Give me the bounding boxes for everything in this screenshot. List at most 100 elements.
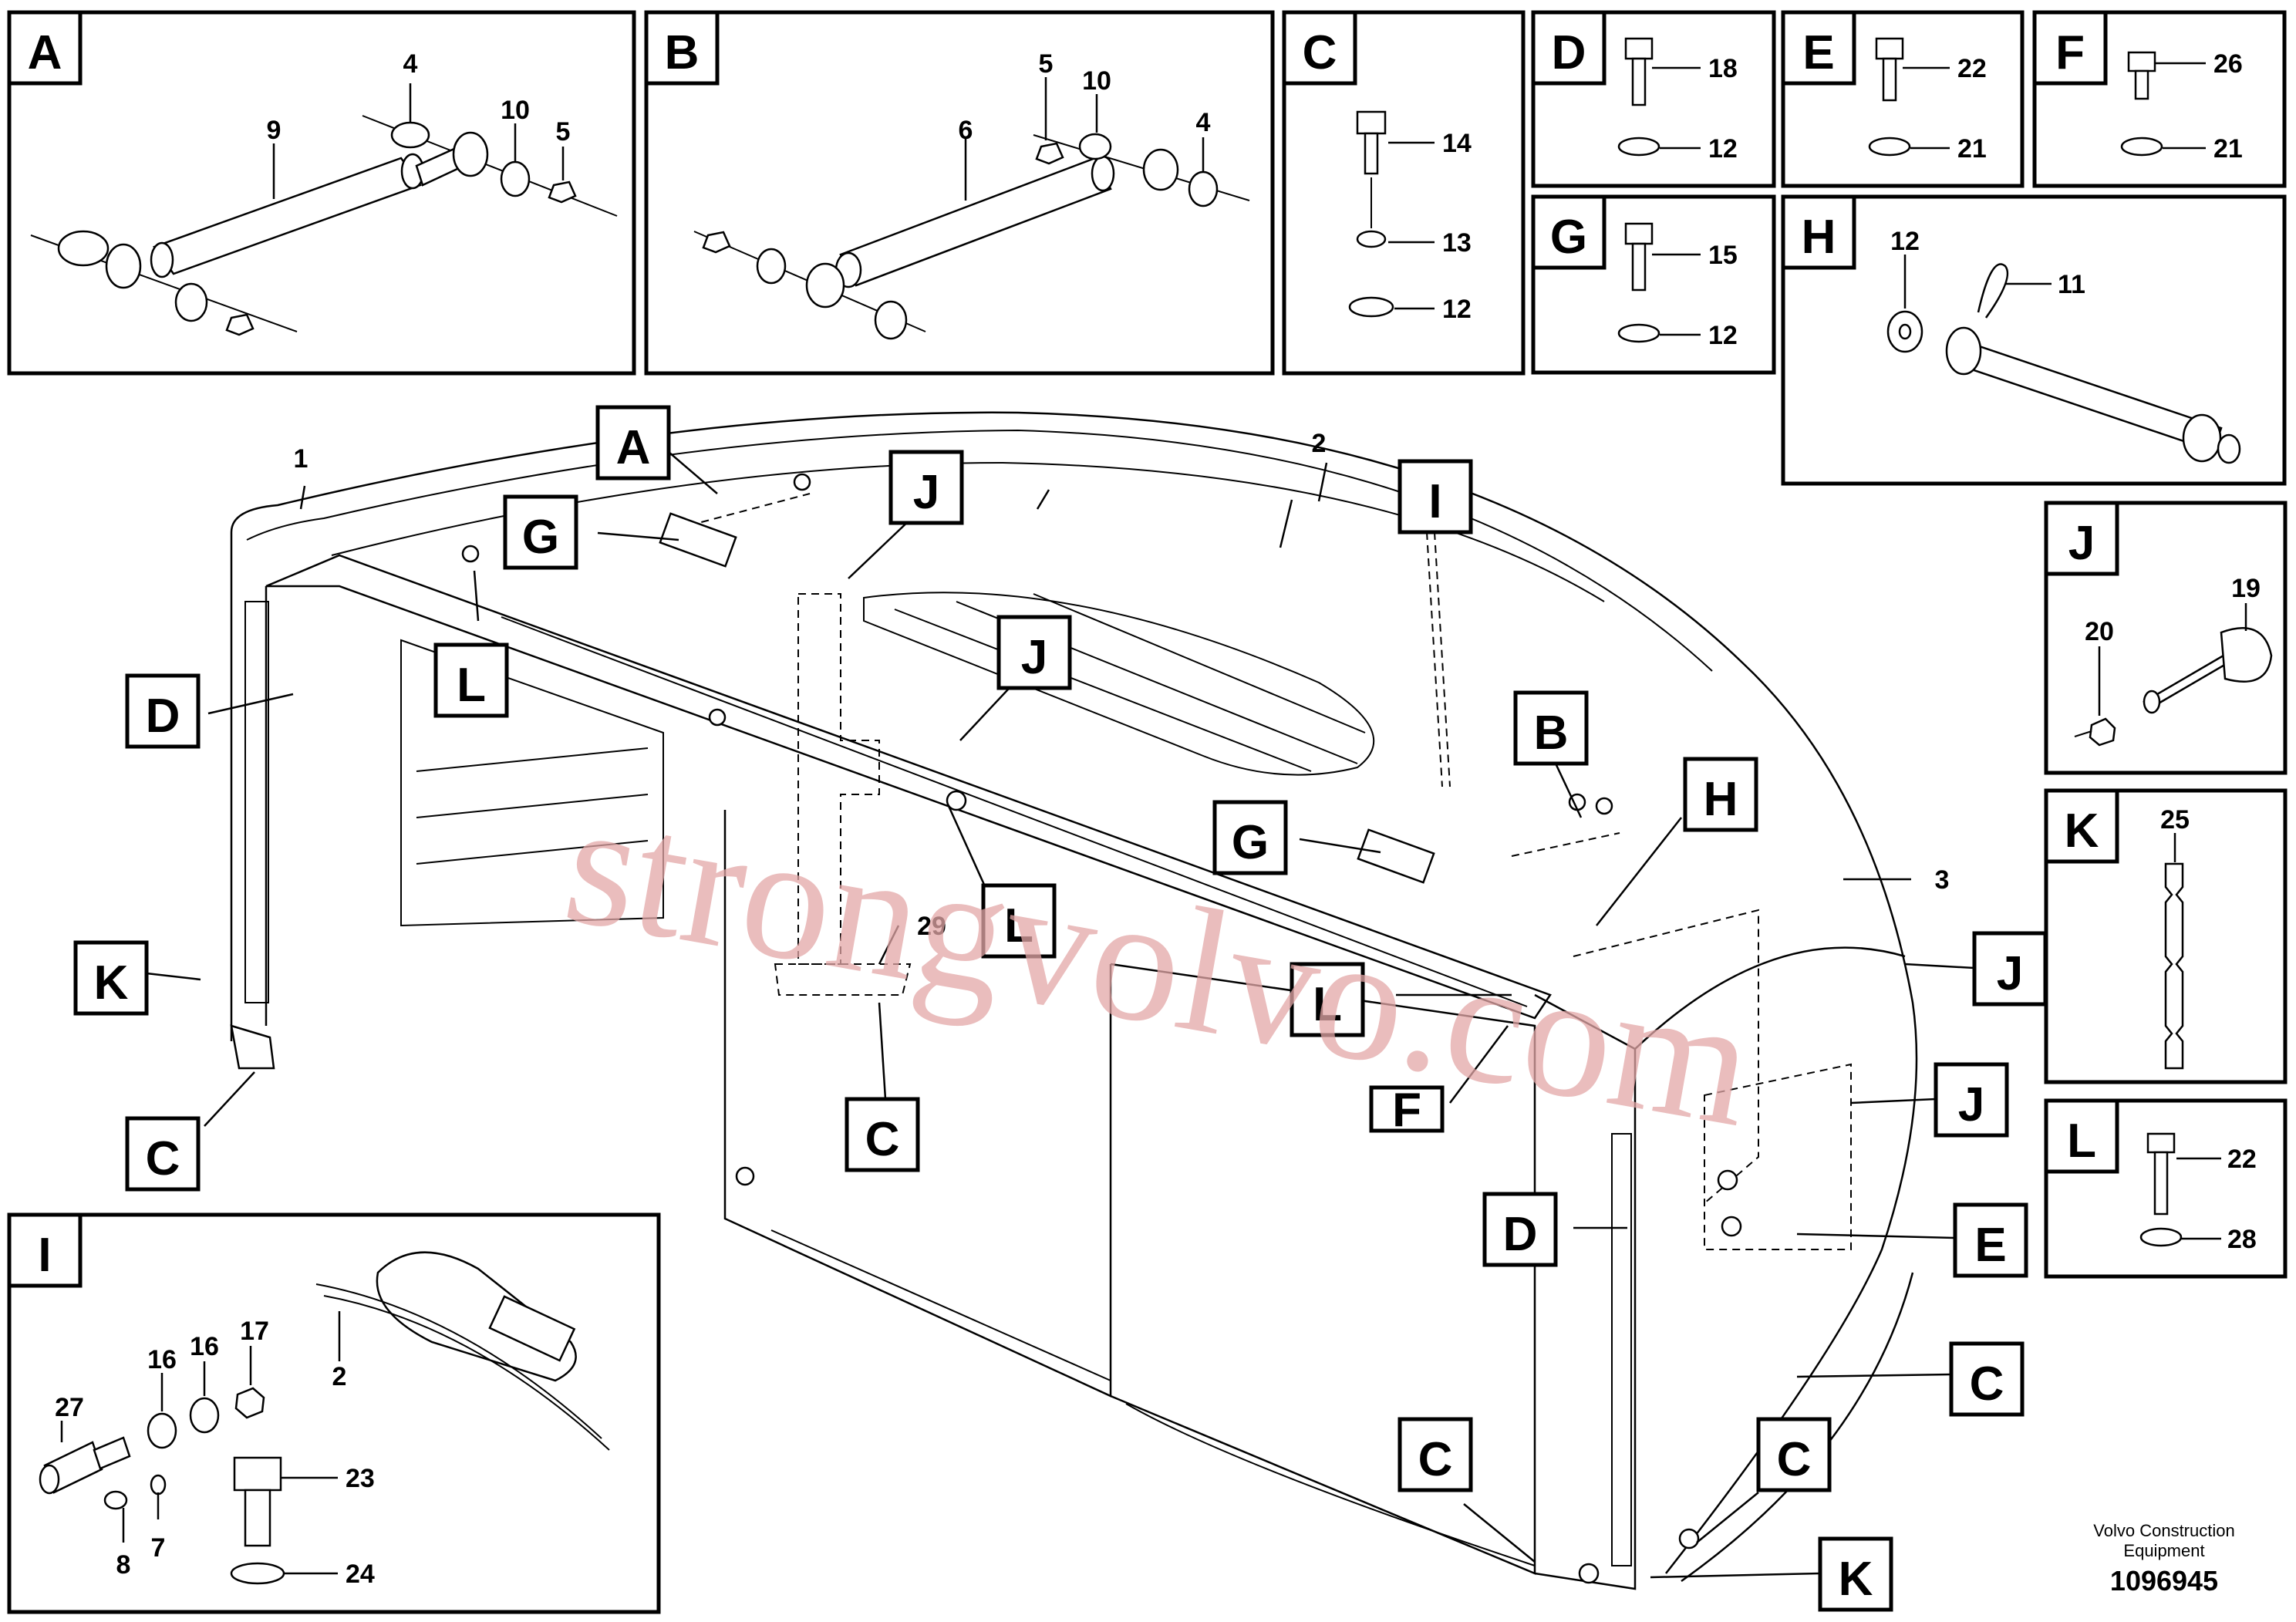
panel-i: I 2 27 16 16 17 23 8 7 24	[7, 1212, 661, 1614]
callout-box: D	[1482, 1192, 1558, 1267]
svg-text:B: B	[1534, 706, 1569, 760]
main-part-number: 2	[1312, 429, 1327, 458]
drawing-id: 1096945	[2110, 1565, 2218, 1597]
part-number: 21	[2213, 134, 2243, 164]
part-number: 16	[190, 1332, 219, 1361]
panel-k: K 25	[2044, 788, 2288, 1084]
part-number: 27	[55, 1393, 84, 1422]
svg-text:G: G	[1232, 816, 1269, 869]
part-number: 12	[1708, 321, 1738, 350]
part-number: 28	[2227, 1225, 2257, 1254]
part-number: 2	[332, 1362, 347, 1391]
svg-text:C: C	[146, 1132, 180, 1185]
part-number: 4	[1196, 108, 1211, 137]
part-number: 5	[1039, 49, 1054, 79]
callout-box: L	[1290, 962, 1365, 1037]
callout-box: G	[503, 494, 578, 570]
part-number: 12	[1442, 295, 1472, 324]
part-number: 13	[1442, 228, 1472, 258]
panel-a: A 9 4 10 5	[7, 10, 636, 376]
part-number: 22	[1957, 54, 1987, 83]
part-number: 10	[1082, 66, 1111, 96]
callout-box: K	[73, 940, 149, 1016]
callout-box: B	[1513, 690, 1589, 766]
panel-h-tag: H	[1802, 211, 1836, 264]
part-number: 8	[116, 1550, 131, 1580]
part-number: 12	[1708, 134, 1738, 164]
part-number: 24	[346, 1560, 375, 1589]
part-number: 17	[240, 1317, 269, 1346]
panel-g: G 15 12	[1531, 194, 1776, 375]
svg-text:F: F	[1392, 1084, 1421, 1137]
svg-text:D: D	[1503, 1208, 1538, 1261]
svg-text:H: H	[1704, 773, 1738, 826]
part-number: 4	[403, 49, 418, 79]
part-number: 10	[501, 96, 530, 125]
part-number: 20	[2085, 617, 2114, 646]
part-number: 11	[2058, 270, 2085, 299]
part-number: 21	[1957, 134, 1987, 164]
credit-line2: Equipment	[2123, 1541, 2204, 1560]
callout-box: J	[1972, 931, 2048, 1007]
callout-box: I	[1397, 459, 1473, 534]
callout-box: L	[433, 642, 509, 718]
watermark: strongvolvo.com	[553, 762, 1766, 1164]
part-number: 14	[1442, 129, 1472, 158]
panel-k-tag: K	[2065, 804, 2099, 858]
svg-text:L: L	[1313, 978, 1342, 1031]
panel-b: B 6 5 10 4	[644, 10, 1275, 376]
main-assembly: 1 2 3 29	[146, 411, 1975, 1590]
callout-box: J	[888, 450, 964, 525]
callout-box: C	[1397, 1417, 1473, 1492]
part-number: 5	[556, 117, 571, 147]
callout-box: A	[595, 405, 671, 481]
svg-text:K: K	[1839, 1553, 1873, 1606]
svg-text:J: J	[1021, 631, 1047, 684]
part-number: 19	[2231, 574, 2261, 603]
svg-text:J: J	[913, 466, 939, 519]
callout-box: G	[1212, 800, 1288, 875]
panel-l-tag: L	[2067, 1114, 2096, 1168]
svg-text:G: G	[522, 511, 559, 564]
callout-box: J	[996, 615, 1072, 690]
callout-box: C	[845, 1097, 920, 1172]
panel-f-tag: F	[2055, 26, 2085, 79]
svg-text:J: J	[1958, 1078, 1984, 1131]
panel-j-tag: J	[2068, 517, 2095, 570]
panel-g-tag: G	[1550, 211, 1587, 264]
svg-text:A: A	[616, 421, 651, 474]
part-number: 15	[1708, 241, 1738, 270]
panel-l: L 22 28	[2044, 1098, 2288, 1279]
panel-j: J 20 19	[2044, 501, 2288, 775]
main-part-number: 29	[917, 912, 946, 941]
part-number: 23	[346, 1464, 375, 1493]
panel-c: C 14 13 12	[1282, 10, 1526, 376]
panel-d: D 18 12	[1531, 10, 1776, 188]
callouts: A G J I L J D B H G L J K C L F C J D E …	[73, 405, 2048, 1612]
panel-f: F 26 21	[2032, 10, 2287, 188]
part-number: 9	[267, 116, 282, 145]
svg-text:J: J	[1997, 947, 2023, 1000]
panel-e: E 22 21	[1781, 10, 2025, 188]
credit-line1: Volvo Construction	[2093, 1521, 2234, 1540]
svg-text:I: I	[1428, 475, 1441, 528]
main-part-number: 1	[294, 444, 308, 474]
part-number: 6	[959, 116, 973, 145]
part-number: 18	[1708, 54, 1738, 83]
svg-text:K: K	[94, 956, 129, 1010]
callout-box: D	[125, 673, 201, 749]
svg-text:L: L	[1004, 899, 1033, 953]
svg-text:C: C	[1970, 1357, 2004, 1411]
panel-e-tag: E	[1802, 26, 1834, 79]
callout-box: J	[1934, 1062, 2009, 1138]
svg-text:C: C	[865, 1113, 900, 1166]
panel-a-tag: A	[28, 26, 62, 79]
svg-text:E: E	[1974, 1219, 2006, 1272]
main-part-number: 3	[1935, 865, 1950, 895]
part-number: 12	[1890, 227, 1920, 256]
callout-box: L	[981, 883, 1057, 959]
callout-box: K	[1818, 1536, 1893, 1612]
svg-text:L: L	[457, 659, 486, 712]
credit: Volvo Construction Equipment 1096945	[2093, 1521, 2234, 1597]
